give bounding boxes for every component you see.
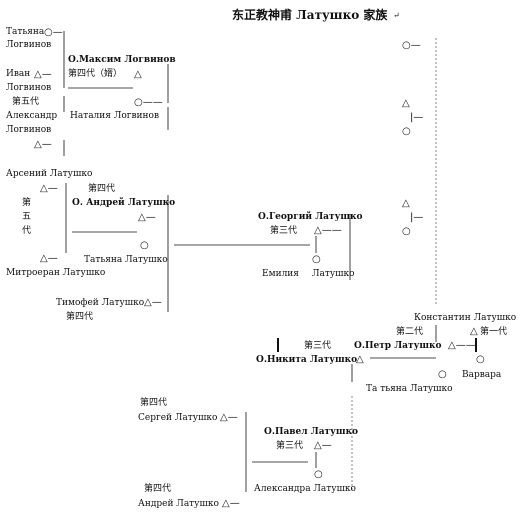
female-symbol: ○ <box>402 226 411 237</box>
female-symbol: ○ <box>438 369 447 380</box>
female-symbol: ○ <box>314 469 323 480</box>
person-georgiy-latushko: О.Георгий Латушко <box>258 211 363 222</box>
person-aleksandr-logvinov: Александр <box>6 111 57 121</box>
male-symbol: △— <box>220 412 238 423</box>
generation-label: 第四代 <box>88 182 115 194</box>
generation-label: 第四代 <box>66 310 93 322</box>
male-symbol: △— <box>34 139 52 150</box>
generation-label: 第五代 <box>12 95 39 107</box>
generation-char: 第 <box>22 196 31 208</box>
person-andrei-latushko-junior: Андрей Латушко <box>138 499 219 509</box>
person-andrei-latushko-senior: О. Андрей Латушко <box>72 197 175 208</box>
person-varvara: Варвара <box>462 370 502 380</box>
generation-label: 第四代 <box>140 396 167 408</box>
female-symbol: ○— <box>402 40 421 51</box>
male-symbol: △— <box>144 297 162 308</box>
person-konstantin-latushko: Константин Латушко <box>414 313 516 323</box>
person-natalia-logvinov: Наталия Логвинов <box>70 111 159 121</box>
generation-label: 第二代 <box>396 325 423 337</box>
male-symbol: △— <box>34 69 52 80</box>
person-sergei-latushko: Сергей Латушко <box>138 413 217 423</box>
female-symbol: ○ <box>140 240 149 251</box>
paragraph-mark: ↵ <box>393 11 400 20</box>
generation-char: 代 <box>22 225 31 236</box>
person-arseniy-latushko: Арсений Латушко <box>6 169 92 179</box>
female-symbol: ○ <box>312 254 321 265</box>
male-symbol: △—— <box>314 225 342 236</box>
male-symbol: △ <box>402 98 410 109</box>
female-symbol: ○ <box>402 126 411 137</box>
person-petr-latushko: О.Петр Латушко <box>354 341 442 351</box>
document-title: 东正教神甫 Латушко 家族 <box>232 7 388 22</box>
person-emilia-surname: Латушко <box>312 269 355 279</box>
generation-label: 第四代 <box>144 482 171 494</box>
male-symbol: △ <box>402 198 410 209</box>
male-symbol: △— <box>138 212 156 223</box>
male-symbol: △— <box>222 498 240 509</box>
person-ivan-logvinov: Иван <box>6 69 30 79</box>
person-ivan-surname: Логвинов <box>6 83 51 93</box>
person-tatiana-logvinov-first: Татьяна <box>6 27 45 37</box>
female-symbol: ○ <box>476 354 485 365</box>
person-aleksandr-surname: Логвинов <box>6 125 51 135</box>
male-symbol: △— <box>40 183 58 194</box>
male-symbol: △—— <box>448 340 476 351</box>
male-symbol: △— <box>40 253 58 264</box>
person-pavel-latushko: О.Павел Латушко <box>264 427 358 437</box>
generation-label: 第三代 <box>276 439 303 451</box>
male-symbol: △ <box>356 354 364 365</box>
person-emilia: Емилия <box>262 269 299 279</box>
person-tatiana-latushko-third: Та тьяна Латушко <box>366 384 453 394</box>
generation-label: 第三代 <box>270 224 297 236</box>
male-symbol: △ <box>134 69 142 80</box>
generation-label: 第一代 <box>480 325 507 337</box>
female-symbol: ○—— <box>134 97 163 108</box>
generation-label: 第四代（婿） <box>68 67 122 79</box>
person-aleksandra-latushko: Александра Латушко <box>254 484 356 494</box>
male-symbol: △— <box>314 440 332 451</box>
male-symbol: △ <box>470 326 478 337</box>
connector-dash: |— <box>410 112 423 123</box>
person-timofei-latushko: Тимофей Латушко <box>56 298 144 308</box>
generation-label: 第三代 <box>304 339 331 351</box>
female-symbol: ○— <box>44 27 63 38</box>
person-maksim-logvinov: О.Максим Логвинов <box>68 55 176 65</box>
person-nikita-latushko: О.Никита Латушко <box>256 355 357 365</box>
person-tatiana-latushko: Татьяна Латушко <box>84 255 168 265</box>
person-mitroeran-latushko: Митроеран Латушко <box>6 268 105 278</box>
connector-dash: |— <box>410 212 423 223</box>
person-tatiana-logvinov-surname: Логвинов <box>6 40 51 50</box>
generation-char: 五 <box>22 212 31 222</box>
